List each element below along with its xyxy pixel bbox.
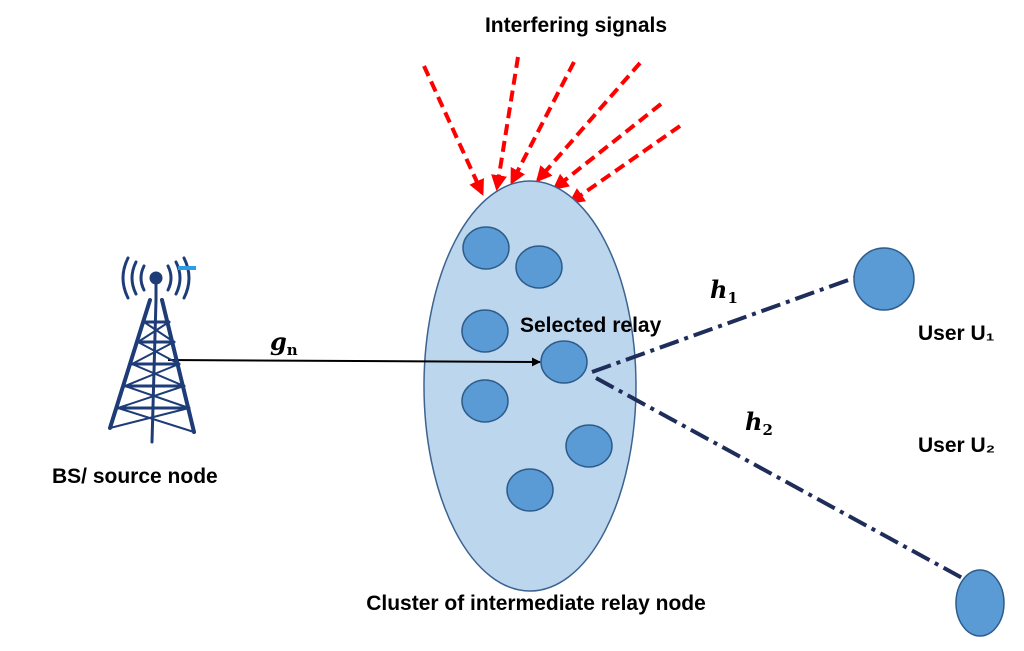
relay-nodes xyxy=(461,226,613,512)
interference-arrow xyxy=(510,61,576,185)
selected-relay-node xyxy=(540,340,588,384)
relay-node xyxy=(506,468,554,512)
relay-node xyxy=(461,379,509,423)
selected-relay-label: Selected relay xyxy=(520,314,662,337)
channel-h1-label: h1 xyxy=(710,275,738,307)
relay-node xyxy=(565,424,613,468)
channel-g-label: gn xyxy=(270,327,298,359)
channel-h2-label: h2 xyxy=(745,407,773,439)
cell-tower-icon xyxy=(108,256,196,444)
user1-node xyxy=(853,247,915,311)
user2-node xyxy=(955,569,1005,637)
interference-arrows xyxy=(422,56,682,204)
relay-user-links xyxy=(591,276,967,582)
relay-node xyxy=(515,245,563,289)
relay-node xyxy=(462,226,510,270)
link-to-user1 xyxy=(591,276,855,374)
relay-cluster xyxy=(423,180,637,592)
interference-arrow xyxy=(552,102,663,190)
user2-label: User U₂ xyxy=(918,434,995,457)
interfering-signals-label: Interfering signals xyxy=(485,14,667,37)
tower-indicator xyxy=(178,266,196,270)
interference-arrow xyxy=(535,61,642,183)
interference-arrow xyxy=(491,56,520,192)
source-link-arrow xyxy=(167,357,541,367)
link-to-user2 xyxy=(595,376,967,582)
bs-source-node-label: BS/ source node xyxy=(52,465,218,488)
cluster-label: Cluster of intermediate relay node xyxy=(366,592,706,615)
interference-arrow xyxy=(568,124,682,204)
user1-label: User U₁ xyxy=(918,322,994,345)
relay-node xyxy=(461,309,509,353)
interference-arrow xyxy=(422,65,484,196)
